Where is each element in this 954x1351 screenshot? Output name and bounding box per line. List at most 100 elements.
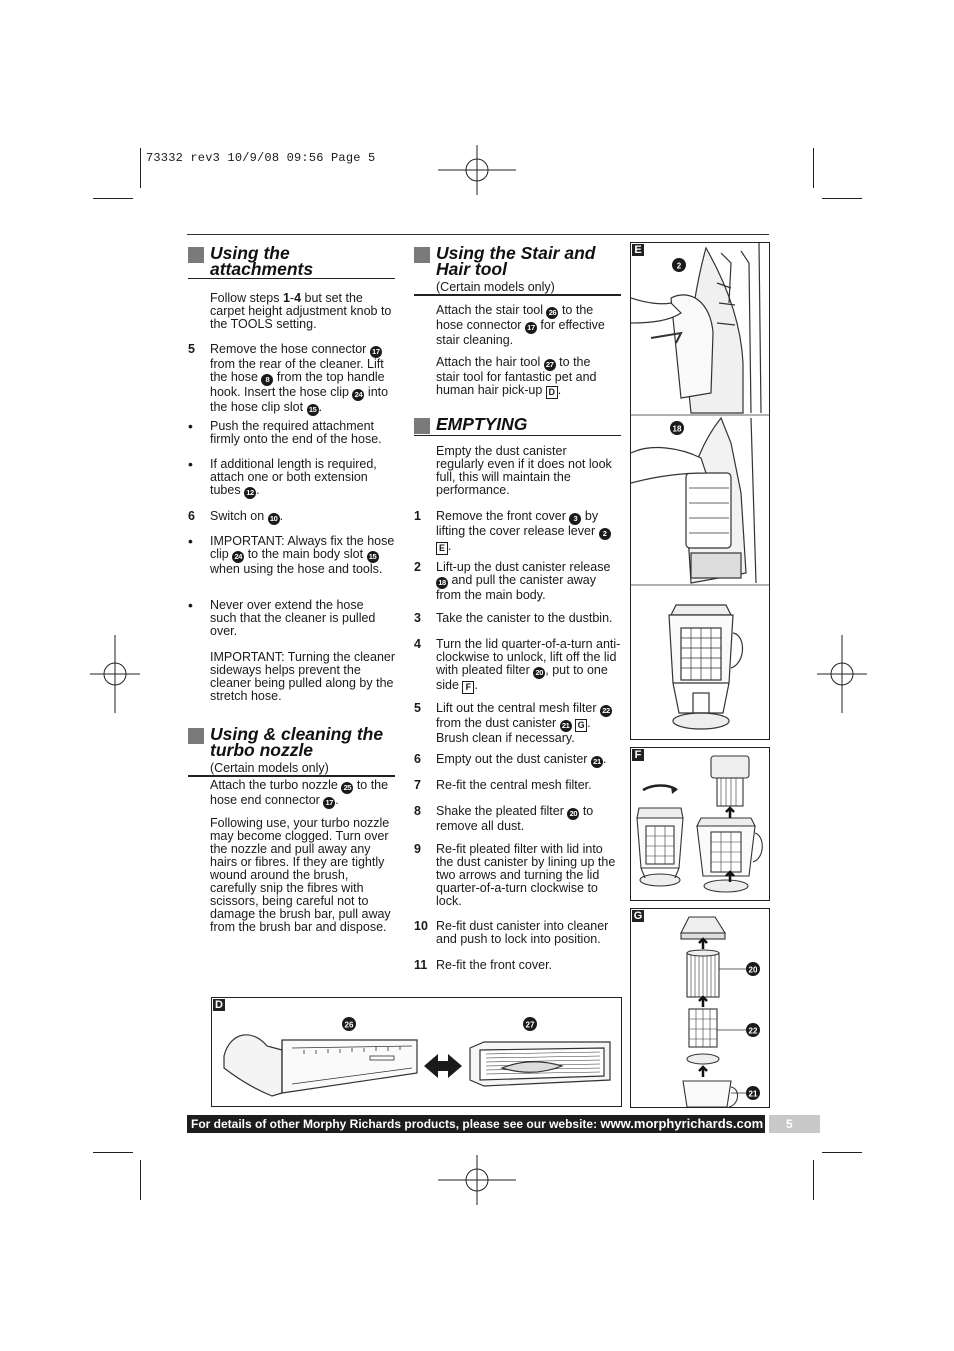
heading-rule [188, 775, 395, 777]
heading-text: EMPTYING [436, 414, 528, 434]
figure-f-illustration [636, 755, 763, 893]
callout-21-label: 21 [749, 1090, 758, 1099]
figure-ref-f-icon: F [462, 681, 475, 694]
hair-tool-icon [469, 1041, 611, 1087]
figure-label: D [213, 999, 225, 1011]
emptying-step-text: Empty out the dust canister 21. [436, 752, 607, 768]
callout-17-icon: 17 [369, 346, 382, 358]
step-number: 10 [414, 919, 428, 933]
heading-square-icon [414, 247, 430, 263]
callout-17-icon: 17 [323, 797, 336, 809]
bullet-icon: • [188, 597, 193, 613]
callout-18-label: 18 [673, 425, 682, 434]
callout-20-icon: 20 [567, 808, 580, 820]
emptying-step-text: Shake the pleated filter 20 to remove al… [436, 804, 594, 833]
figure-g: G 20 22 21 [630, 908, 770, 1108]
bullet-icon: • [188, 456, 193, 472]
step-number: 6 [414, 752, 421, 766]
callout-15-icon: 15 [366, 551, 379, 563]
callout-12-icon: 12 [244, 487, 257, 499]
figure-label: F [632, 749, 644, 761]
callout-22-icon: 22 [599, 705, 612, 717]
intro-paragraph: Follow steps 1-4 but set the carpet heig… [210, 291, 392, 331]
step-number: 9 [414, 842, 421, 856]
callout-22-label: 22 [749, 1027, 758, 1036]
turbo-clean-text: Following use, your turbo nozzle may bec… [210, 816, 391, 934]
step-number: 4 [414, 637, 421, 651]
callout-26-icon: 26 [546, 307, 559, 319]
heading-emptying: EMPTYING [414, 414, 621, 436]
registration-mark-left [76, 635, 154, 713]
emptying-step-text: Re-fit pleated filter with lid into the … [436, 842, 616, 908]
callout-27-icon: 27 [543, 359, 556, 371]
figure-ref-d-icon: D [545, 386, 558, 399]
emptying-step-text: Re-fit the central mesh filter. [436, 778, 592, 792]
callout-2-icon [672, 258, 686, 272]
figure-f: F [630, 747, 770, 901]
heading-turbo-nozzle: Using & cleaning the turbo nozzle [188, 725, 395, 759]
callout-27-label: 27 [526, 1021, 535, 1030]
bullet-text: If additional length is required, attach… [210, 457, 377, 499]
top-rule [187, 234, 769, 235]
registration-mark-top [438, 131, 516, 209]
callout-26-icon [342, 1017, 356, 1031]
heading-square-icon [188, 247, 204, 263]
figure-d-illustration: 26 27 [223, 1017, 611, 1097]
print-slug: 73332 rev3 10/9/08 09:56 Page 5 [146, 151, 376, 165]
bullet-icon: • [188, 418, 193, 434]
callout-24-icon: 24 [352, 389, 365, 401]
bullet-text: Never over extend the hose such that the… [210, 598, 376, 638]
emptying-intro: Empty the dust canister regularly even i… [436, 444, 612, 497]
step-5-text: Remove the hose connector 17 from the re… [210, 342, 389, 416]
heading-stair-hair-tool: Using the Stair and Hair tool [414, 243, 621, 279]
emptying-step-text: Turn the lid quarter-of-a-turn anti-cloc… [436, 637, 621, 694]
figure-ref-e-icon: E [436, 542, 448, 555]
heading-square-icon [414, 418, 430, 434]
emptying-step-text: Re-fit the front cover. [436, 958, 553, 972]
bullet-text: IMPORTANT: Always fix the hose clip 24 t… [210, 534, 395, 576]
heading-text: Using the Stair and Hair tool [436, 243, 596, 279]
heading-rule [414, 294, 621, 296]
crop-mark [813, 148, 814, 188]
website-link[interactable]: www.morphyrichards.com [600, 1116, 764, 1131]
callout-2-icon: 2 [598, 528, 611, 540]
figure-e-illustration: 2 18 [631, 243, 769, 730]
dust-canister-icon [668, 604, 744, 730]
hair-tool-text: Attach the hair tool 27 to the stair too… [436, 355, 597, 399]
turbo-attach-text: Attach the turbo nozzle 25 to the hose e… [210, 778, 389, 809]
emptying-step-text: Lift out the central mesh filter 22 from… [436, 702, 621, 745]
models-note: (Certain models only) [436, 280, 555, 294]
figure-label: G [632, 910, 644, 922]
footer-website-bar: For details of other Morphy Richards pro… [187, 1115, 765, 1133]
callout-8-icon: 8 [261, 374, 274, 386]
bullet-text: Push the required attachment firmly onto… [210, 419, 382, 446]
crop-mark [822, 1152, 862, 1153]
figure-g-illustration: 20 22 21 [680, 916, 760, 1107]
step-number: 1 [414, 509, 421, 523]
callout-21-icon: 21 [559, 720, 572, 732]
cleaner-front-cover-icon [631, 243, 762, 414]
heading-square-icon [188, 728, 204, 744]
crop-mark [93, 198, 133, 199]
emptying-step-text: Take the canister to the dustbin. [436, 611, 613, 625]
callout-18-icon [670, 421, 684, 435]
dust-canister-release-icon [631, 416, 757, 584]
callout-24-icon: 24 [232, 551, 245, 563]
callout-20-label: 20 [749, 966, 758, 975]
figure-ref-g-icon: G [575, 719, 588, 732]
callout-2-label: 2 [677, 262, 682, 271]
step-number: 2 [414, 560, 421, 574]
callout-20-icon: 20 [533, 667, 546, 679]
callout-20-icon [746, 962, 760, 976]
crop-mark [140, 1160, 141, 1200]
page-number: 5 [769, 1115, 820, 1133]
important-note: IMPORTANT: Turning the cleaner sideways … [210, 650, 396, 703]
callout-27-icon [523, 1017, 537, 1031]
figure-e: E 2 18 [630, 242, 770, 740]
step-number: 3 [414, 611, 421, 625]
registration-mark-right [803, 635, 881, 713]
callout-3-icon: 3 [569, 513, 582, 525]
heading-using-attachments: Using the attachments [188, 244, 395, 279]
bullet-icon: • [188, 533, 193, 549]
models-note: (Certain models only) [210, 761, 329, 775]
